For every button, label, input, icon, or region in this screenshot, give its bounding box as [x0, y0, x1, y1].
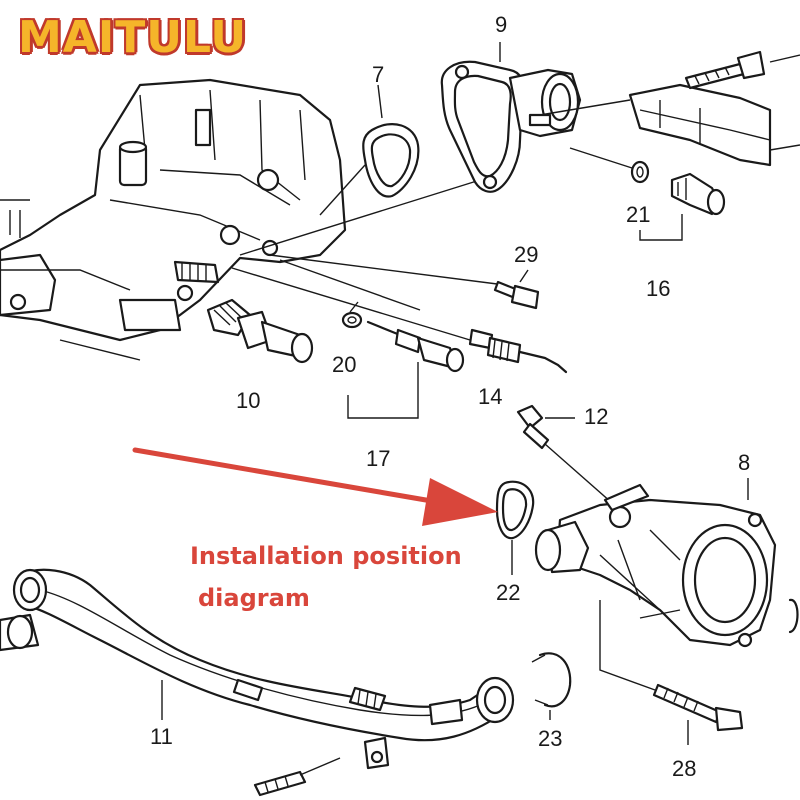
bolt-12[interactable] — [516, 404, 621, 511]
bracket-assembly[interactable] — [539, 50, 800, 167]
callout-28: 28 — [672, 756, 696, 781]
pointer-arrow — [132, 447, 498, 526]
gasket-22[interactable] — [495, 480, 535, 575]
thermostat-housing-9[interactable] — [440, 42, 582, 193]
callout-12: 12 — [584, 404, 608, 429]
water-pipe-11[interactable] — [0, 568, 515, 797]
callout-23: 23 — [538, 726, 562, 751]
callout-20: 20 — [332, 352, 356, 377]
callout-8: 8 — [738, 450, 750, 475]
callout-16: 16 — [646, 276, 670, 301]
clip-23[interactable] — [531, 652, 572, 720]
washer-21[interactable] — [569, 147, 650, 184]
fitting-10[interactable] — [206, 298, 314, 364]
annotation-line-1: Installation position — [190, 542, 462, 570]
temperature-switch-16[interactable] — [670, 172, 726, 216]
washer-20[interactable] — [341, 301, 363, 329]
brand-logo-text: MAITULU — [18, 12, 248, 63]
callout-10: 10 — [236, 388, 260, 413]
bolt-29[interactable] — [493, 269, 540, 310]
gasket-7[interactable] — [362, 84, 420, 198]
water-outlet-8[interactable] — [534, 478, 777, 648]
bolt-28[interactable] — [599, 600, 744, 745]
callout-7: 7 — [372, 62, 384, 87]
callout-9: 9 — [495, 12, 507, 37]
callout-11: 11 — [150, 724, 173, 749]
callout-29: 29 — [514, 242, 538, 267]
sensor-17[interactable] — [366, 320, 465, 373]
callout-14: 14 — [478, 384, 502, 409]
engine-block — [0, 78, 347, 361]
sensor-14[interactable] — [468, 328, 568, 374]
callout-17: 17 — [366, 446, 390, 471]
annotation-line-2: diagram — [198, 584, 310, 612]
callout-22: 22 — [496, 580, 520, 605]
callout-21: 21 — [626, 202, 650, 227]
